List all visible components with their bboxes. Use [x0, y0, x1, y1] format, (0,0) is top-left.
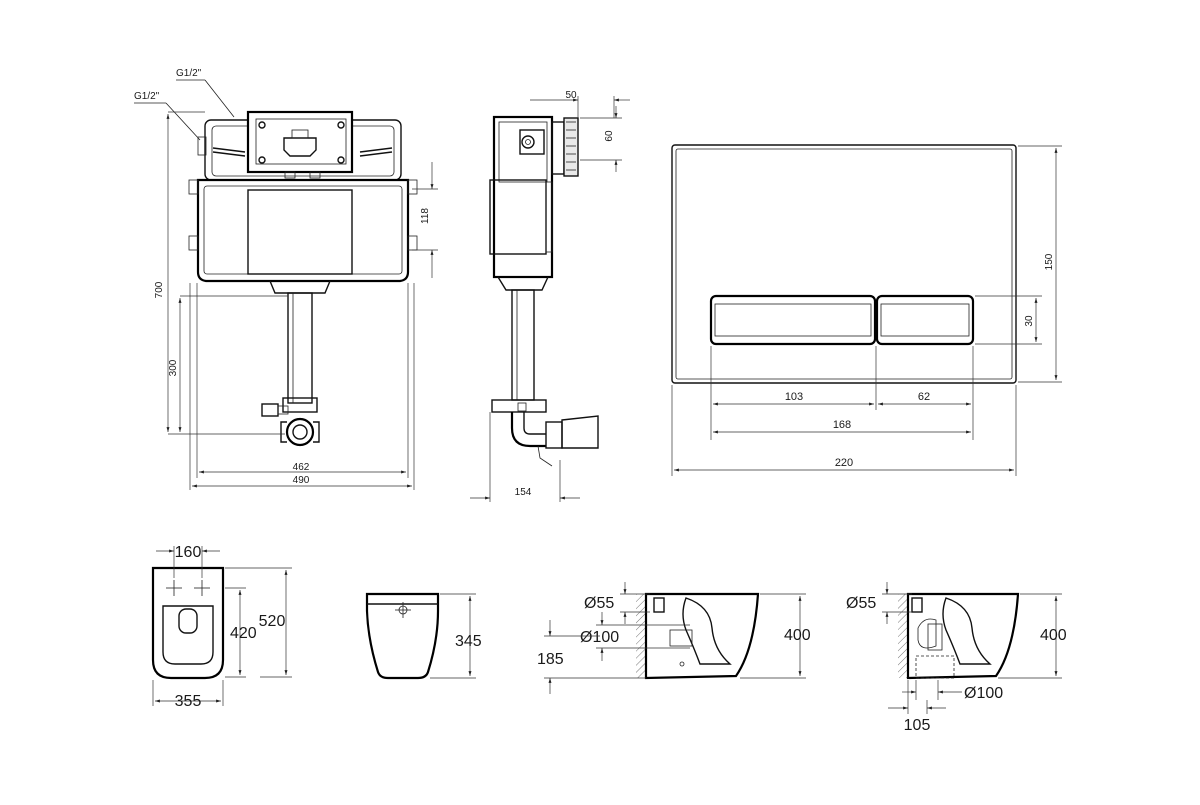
outer-width-dim: 490: [293, 475, 310, 486]
inlet-leader-top: G1/2": [176, 68, 235, 118]
toilet-side-view-b: Ø55 400 Ø100 105: [846, 582, 1067, 734]
rear-height-dim: 345: [455, 633, 482, 650]
toilet-width-dim: 355: [175, 693, 202, 710]
toilet-side-view-a: Ø55 Ø100 185 400: [537, 582, 811, 694]
inlet-label-side: G1/2": [134, 91, 160, 102]
big-button-dim: 103: [785, 391, 803, 403]
big-flush-button: [709, 294, 877, 346]
inlet-label-top: G1/2": [176, 68, 202, 79]
side-b-outlet-offset-dim: 105: [904, 717, 931, 734]
outlet-height-dim: 300: [168, 359, 179, 376]
side-a-outlet-dim: Ø100: [580, 629, 619, 646]
cistern-front-view: G1/2" G1/2": [134, 68, 438, 490]
side-b-height-dim: 400: [1040, 627, 1067, 644]
flush-plate-view: 150 30 103 62 168 220: [671, 144, 1062, 476]
bolt-spacing-dim: 160: [175, 544, 202, 561]
toilet-top-view: 160 420 520 355: [151, 544, 292, 710]
button-height-dim: 30: [1024, 315, 1035, 327]
small-button-dim: 62: [918, 391, 930, 403]
toilet-rear-view: 345: [365, 592, 482, 680]
side-depth-dim: 154: [515, 487, 532, 498]
side-top-width-dim: 50: [565, 90, 577, 101]
side-a-inlet-dim: Ø55: [584, 595, 614, 612]
small-flush-button: [875, 294, 975, 346]
side-b-outlet-dim: Ø100: [964, 685, 1003, 702]
side-a-height-dim: 400: [784, 627, 811, 644]
side-a-outlet-height-dim: 185: [537, 651, 564, 668]
side-b-inlet-dim: Ø55: [846, 595, 876, 612]
cistern-height-dim: 700: [154, 281, 165, 298]
inlet-leader-side: G1/2": [134, 91, 201, 141]
bracket-dim: 118: [420, 208, 431, 224]
side-top-height-dim: 60: [604, 130, 615, 142]
plate-height-dim: 150: [1044, 253, 1055, 270]
inner-width-dim: 462: [293, 462, 310, 473]
cistern-side-view: 50 60 154: [470, 90, 630, 502]
plate-width-dim: 220: [835, 457, 853, 469]
toilet-length-dim: 520: [259, 613, 286, 630]
inner-length-dim: 420: [230, 625, 257, 642]
buttons-width-dim: 168: [833, 419, 851, 431]
